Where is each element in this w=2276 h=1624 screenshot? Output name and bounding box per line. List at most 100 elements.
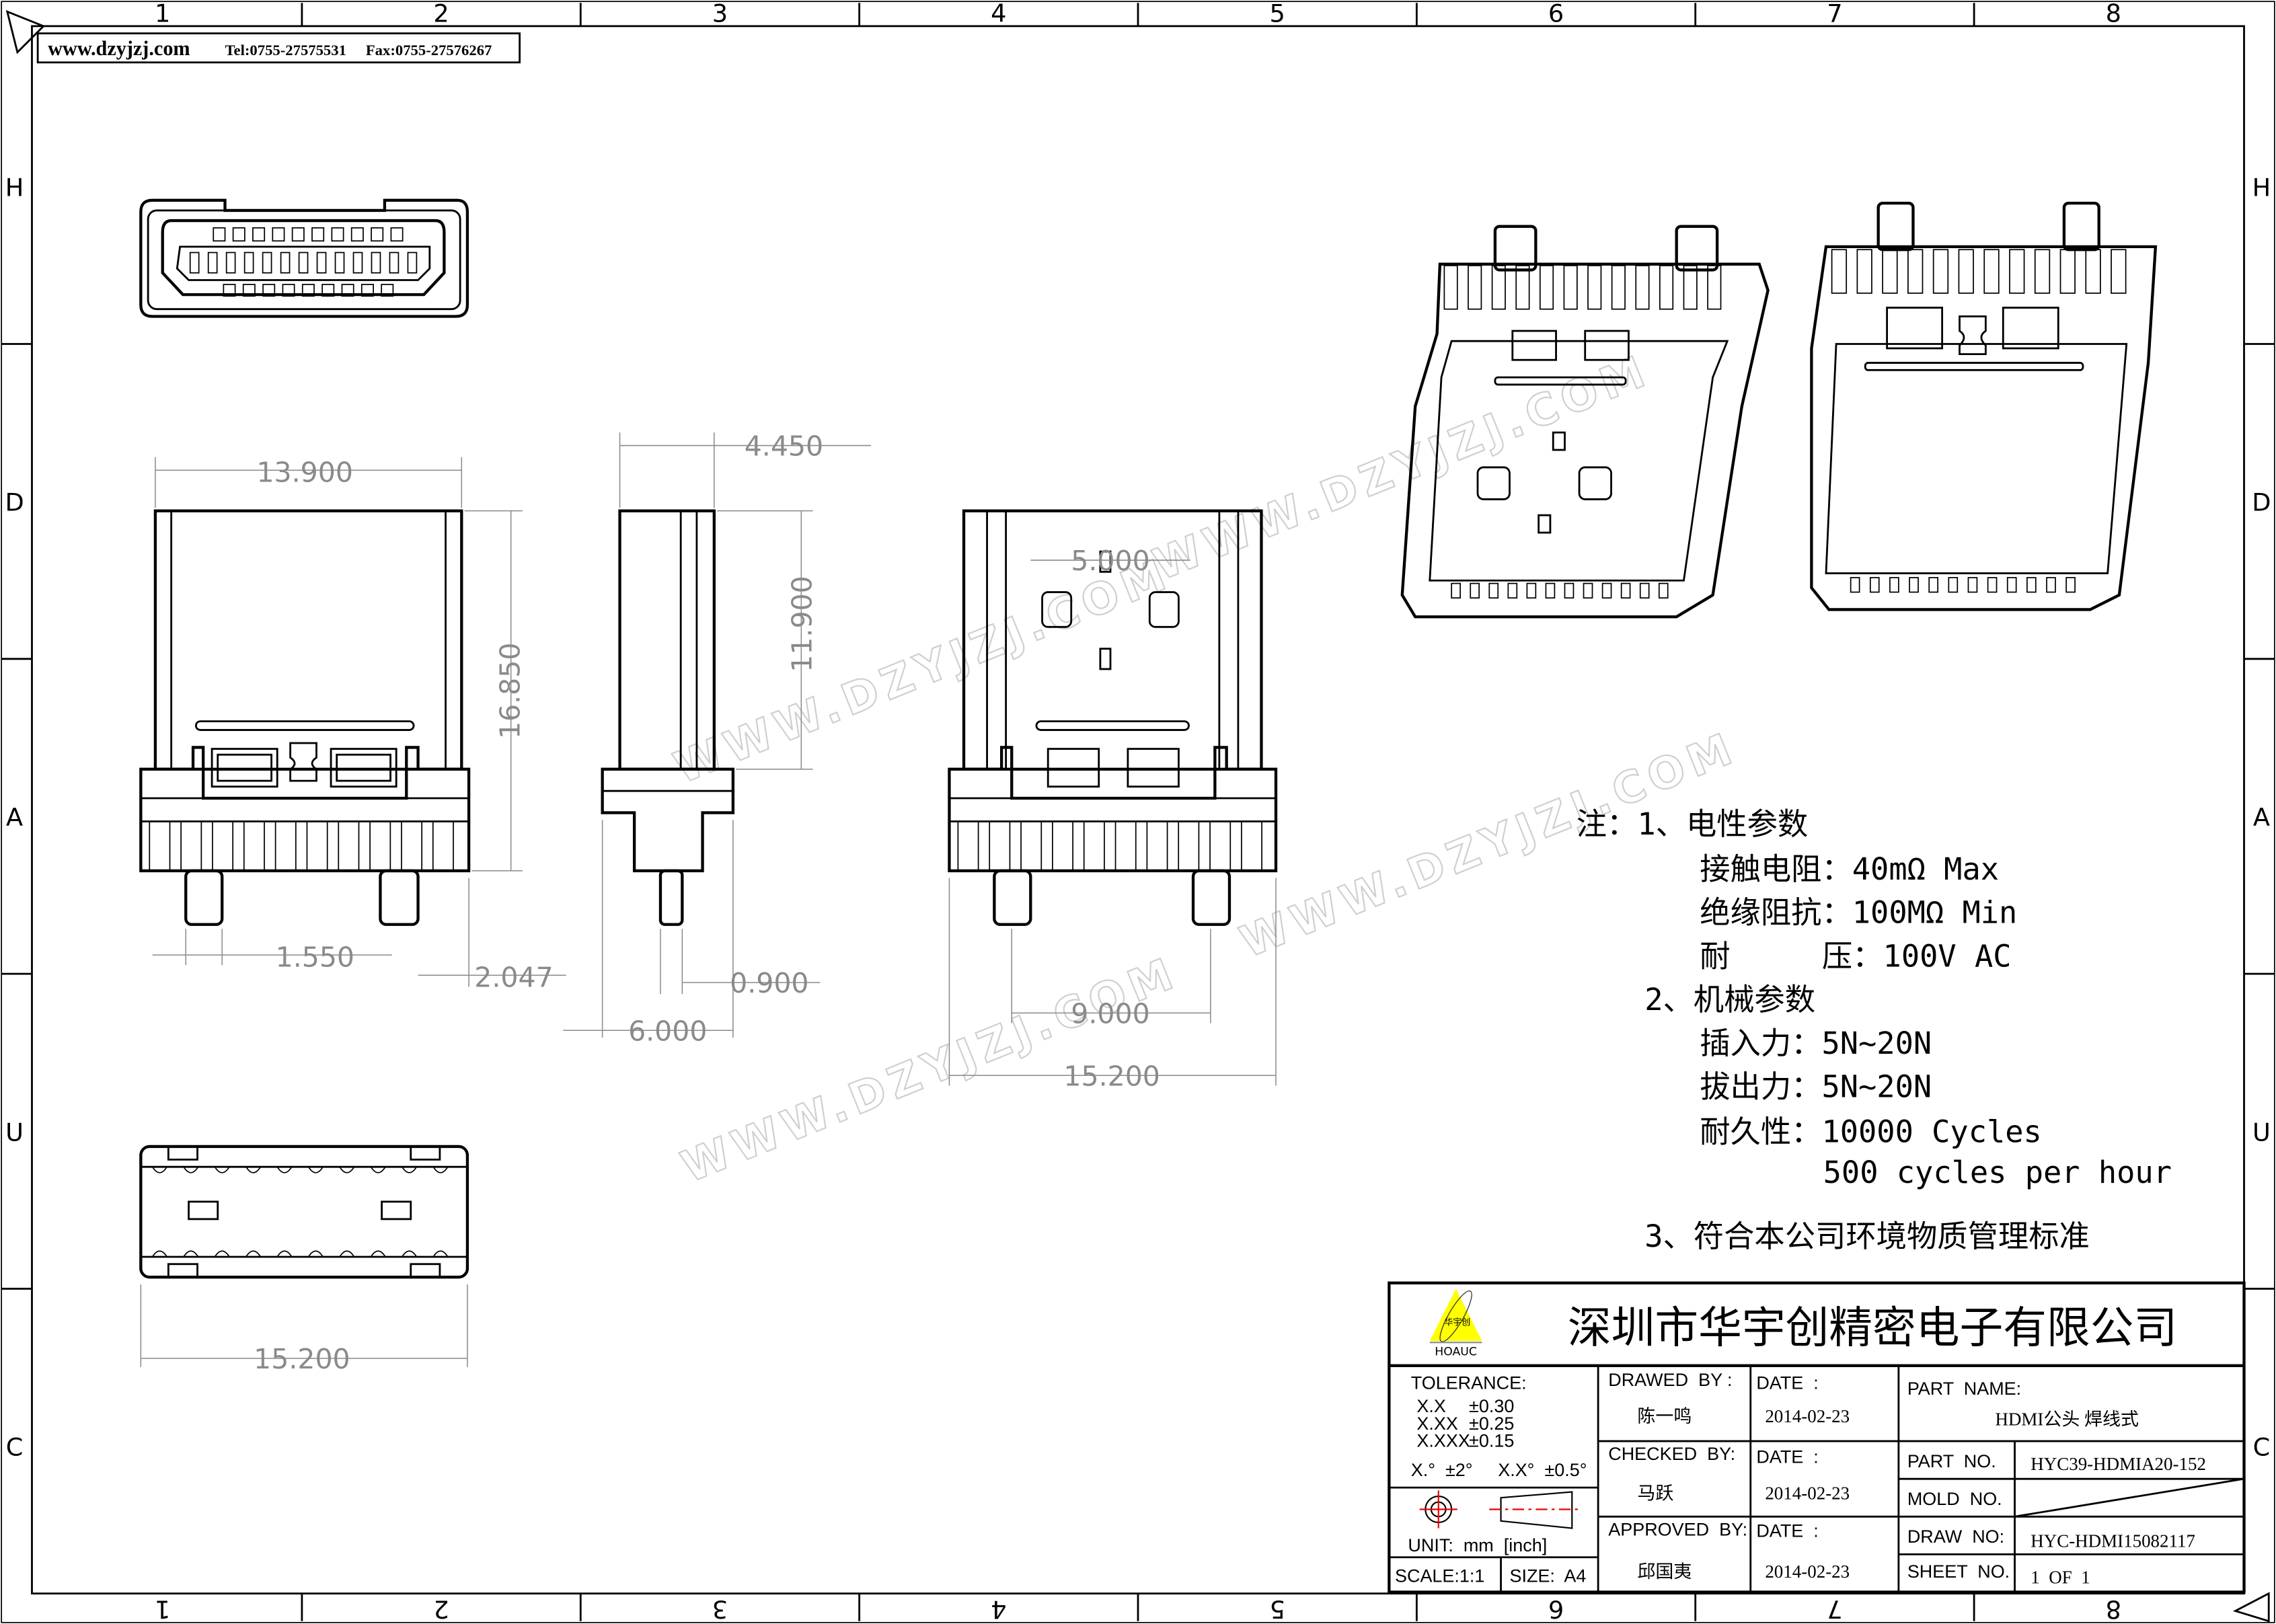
contact-slot bbox=[1515, 265, 1530, 310]
dim-back-window: 5.000 bbox=[1071, 545, 1149, 577]
note-mechanical-heading: 2、机械参数 bbox=[1644, 982, 1815, 1017]
tooth bbox=[402, 1166, 418, 1173]
contact-slot bbox=[1563, 265, 1578, 310]
contact-pin bbox=[1928, 577, 1939, 593]
contact-pin bbox=[262, 284, 276, 297]
drawed-by-value: 陈一鸣 bbox=[1637, 1406, 1692, 1426]
contact-pin bbox=[291, 227, 305, 242]
solder-cup bbox=[1114, 820, 1137, 872]
column-label: 3 bbox=[712, 0, 728, 28]
logo-triangle bbox=[1429, 1288, 1482, 1342]
solder-cup bbox=[149, 820, 171, 872]
contact-pin bbox=[407, 252, 418, 274]
column-label: 1 bbox=[155, 1594, 170, 1623]
contact-slot bbox=[2085, 249, 2101, 294]
tooth bbox=[370, 1250, 386, 1258]
contact-slot bbox=[1468, 265, 1482, 310]
contact-pin bbox=[371, 252, 381, 274]
contact-slot bbox=[1587, 265, 1602, 310]
tolerance-angle-1: X.° ±2° bbox=[1411, 1460, 1473, 1480]
contact-pin bbox=[252, 227, 266, 242]
contact-pin bbox=[1889, 577, 1899, 593]
contact-slot bbox=[2009, 249, 2025, 294]
orientation-mark-top-left bbox=[5, 9, 46, 54]
contact-pin bbox=[1488, 582, 1499, 599]
company-logo: 华宇创 HOAUC bbox=[1429, 1288, 1482, 1359]
approved-by-value: 邱国夷 bbox=[1637, 1561, 1692, 1582]
contact-pin bbox=[321, 284, 335, 297]
title-block: 华宇创 HOAUC 深圳市华宇创精密电子有限公司 TOLERANCE: X.X … bbox=[1388, 1281, 2246, 1594]
front-view bbox=[139, 509, 471, 926]
checked-by-value: 马跃 bbox=[1637, 1483, 1673, 1503]
contact-pin bbox=[1583, 582, 1593, 599]
part-no-label: PART NO. bbox=[1907, 1451, 1996, 1471]
date-label: DATE : bbox=[1756, 1521, 1818, 1541]
dim-pin-offset: 2.047 bbox=[474, 962, 553, 994]
contact-pin bbox=[242, 284, 256, 297]
contact-pin bbox=[225, 252, 236, 274]
dim-front-width: 13.900 bbox=[256, 457, 352, 489]
solder-cup bbox=[1020, 820, 1042, 872]
contact-pin bbox=[1948, 577, 1959, 593]
contact-slot bbox=[2034, 249, 2051, 294]
row-label: H bbox=[5, 173, 24, 202]
solder-cup bbox=[338, 820, 360, 872]
note-compliance: 3、符合本公司环境物质管理标准 bbox=[1644, 1219, 2090, 1254]
unit-text: UNIT: mm [inch] bbox=[1408, 1535, 1547, 1555]
note-contact-resistance: 接触电阻：40mΩ Max bbox=[1700, 851, 1999, 887]
tooth bbox=[214, 1250, 230, 1258]
solder-cup bbox=[1178, 820, 1200, 872]
column-label: 4 bbox=[991, 0, 1006, 28]
checked-by-label: CHECKED BY: bbox=[1608, 1444, 1735, 1464]
drawed-by-label: DRAWED BY : bbox=[1608, 1370, 1732, 1390]
solder-cup bbox=[1241, 820, 1262, 872]
isometric-view-front bbox=[1400, 225, 1770, 619]
column-label: 7 bbox=[1827, 1594, 1842, 1623]
contact-slot bbox=[1882, 249, 1898, 294]
end-view-pins bbox=[189, 227, 418, 297]
tooth bbox=[151, 1250, 167, 1258]
date-label: DATE : bbox=[1756, 1372, 1818, 1393]
back-view bbox=[948, 509, 1278, 926]
company-name: 深圳市华宇创精密电子有限公司 bbox=[1568, 1303, 2177, 1353]
column-label: 1 bbox=[155, 0, 170, 28]
contact-pin bbox=[389, 252, 400, 274]
contact-slot bbox=[1491, 265, 1506, 310]
note-electrical-heading: 注：1、电性参数 bbox=[1577, 806, 1808, 842]
contact-header: www.dzyjzj.com Tel:0755-27575531 Fax:075… bbox=[36, 32, 521, 64]
contact-pin bbox=[311, 227, 325, 242]
size-text: SIZE: A4 bbox=[1509, 1565, 1586, 1586]
dimensions: 13.900 4.450 16.850 11.900 5.000 1.550 2… bbox=[140, 430, 1277, 1375]
column-label: 7 bbox=[1827, 0, 1842, 28]
note-insertion-force: 插入力：5N~20N bbox=[1700, 1026, 1932, 1061]
dim-side-height: 11.900 bbox=[786, 576, 818, 672]
contact-pin bbox=[1967, 577, 1978, 593]
iso-rear-contacts bbox=[1831, 249, 2127, 593]
contact-pin bbox=[1564, 582, 1575, 599]
contact-pin bbox=[1470, 582, 1480, 599]
contact-pin bbox=[301, 284, 315, 297]
top-column-labels: 1 2 3 4 5 6 7 8 bbox=[155, 0, 2121, 28]
contact-pin bbox=[232, 227, 245, 242]
contact-pin bbox=[341, 284, 354, 297]
date-approved: 2014-02-23 bbox=[1765, 1561, 1850, 1582]
contact-pin bbox=[1639, 582, 1650, 599]
tolerance-label: TOLERANCE: bbox=[1411, 1372, 1527, 1393]
tooth bbox=[307, 1166, 324, 1173]
technical-notes: 注：1、电性参数 接触电阻：40mΩ Max 绝缘阻抗：100MΩ Min 耐 … bbox=[1577, 806, 2172, 1254]
column-label: 6 bbox=[1548, 1594, 1564, 1623]
website-text: www.dzyjzj.com bbox=[48, 37, 190, 60]
contact-pin bbox=[316, 252, 327, 274]
contact-slot bbox=[1932, 249, 1949, 294]
note-durability-rate: 500 cycles per hour bbox=[1823, 1155, 2172, 1190]
tooth bbox=[245, 1250, 262, 1258]
contact-slot bbox=[1983, 249, 2000, 294]
tooth bbox=[432, 1250, 449, 1258]
contact-pin bbox=[2065, 577, 2076, 593]
column-label: 8 bbox=[2106, 1594, 2121, 1623]
solder-cup bbox=[1083, 820, 1105, 872]
part-name-label: PART NAME: bbox=[1907, 1379, 2021, 1399]
orientation-mark-bottom-right bbox=[2232, 1592, 2270, 1623]
mold-no-label: MOLD NO. bbox=[1907, 1489, 2002, 1509]
